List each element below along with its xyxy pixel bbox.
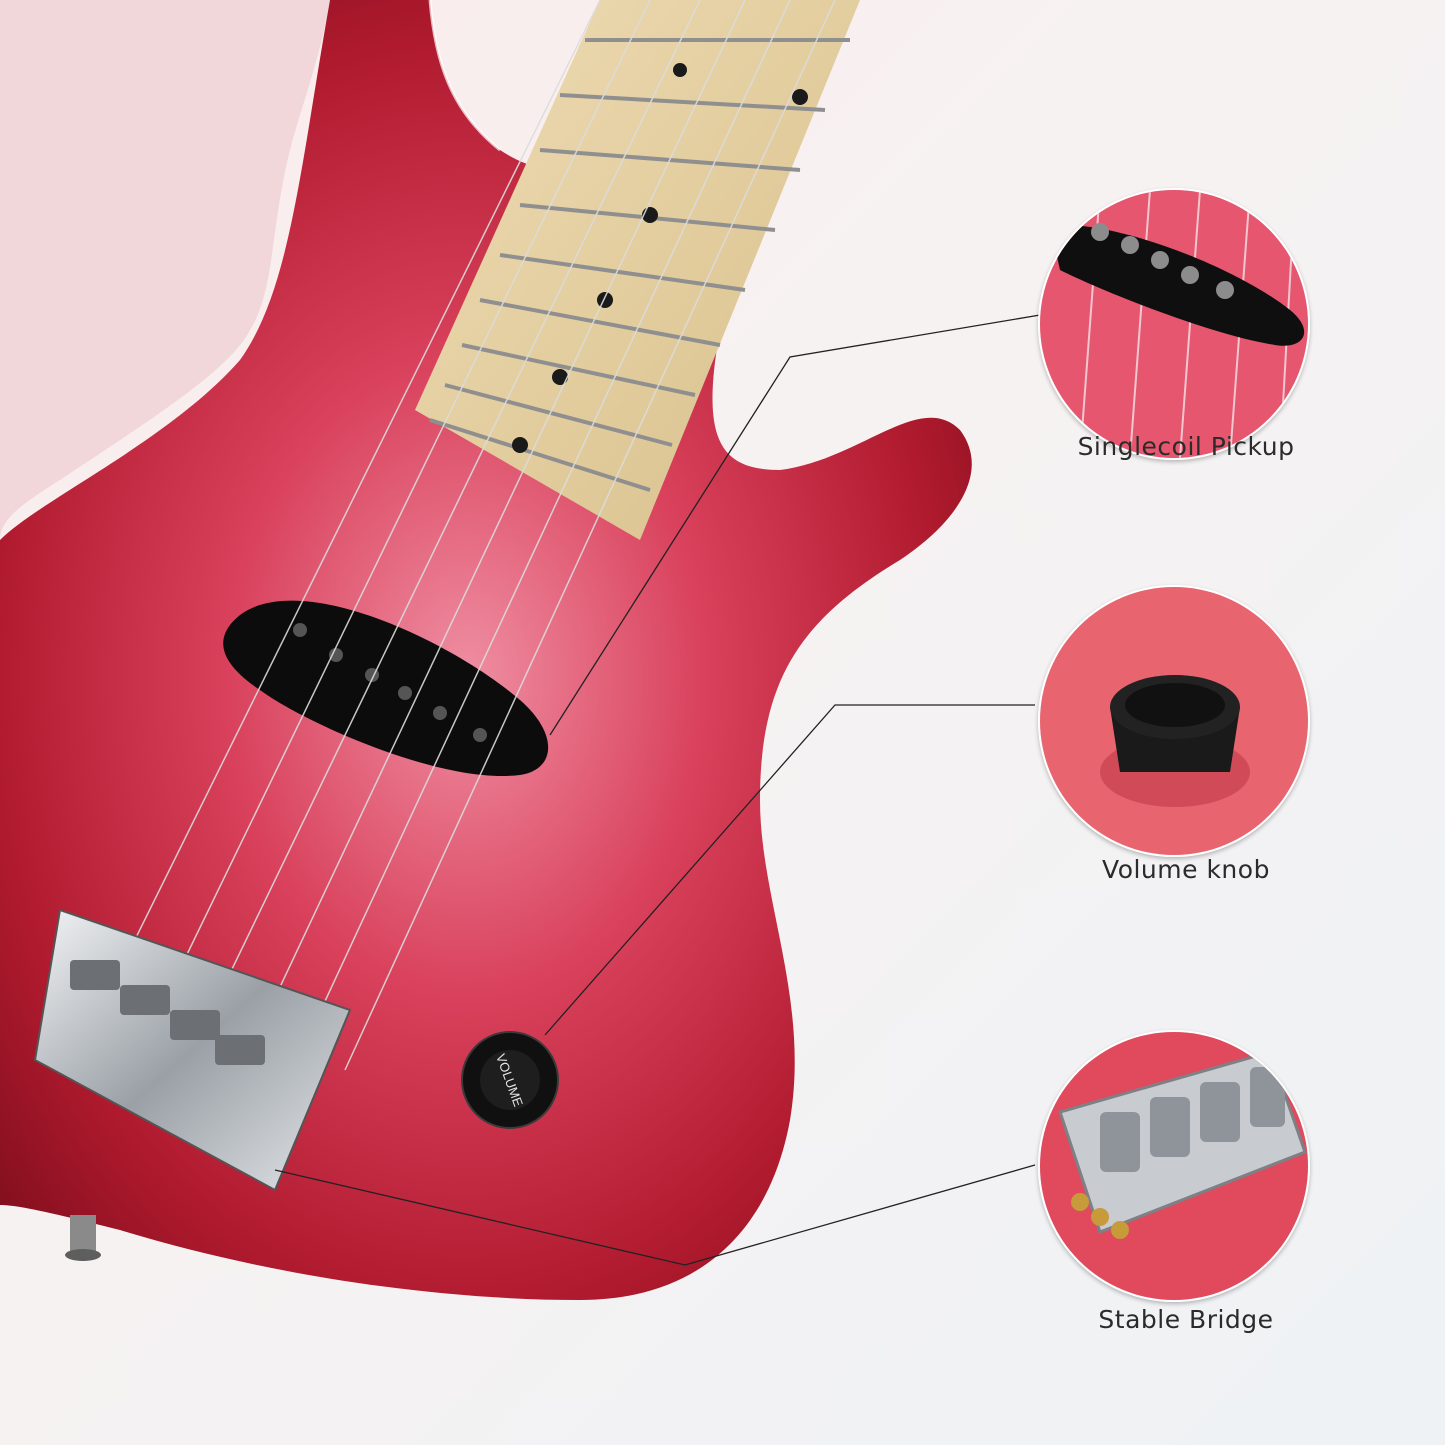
strings <box>109 0 836 1071</box>
fret-markers <box>512 63 808 453</box>
bridge-callout-image <box>1038 1030 1310 1302</box>
callout-label-bridge: Stable Bridge <box>1098 1305 1274 1334</box>
pickup-icon <box>223 600 549 777</box>
output-jack <box>65 1215 101 1261</box>
callout-label-volume: Volume knob <box>1102 855 1270 884</box>
bridge-icon <box>33 908 352 1192</box>
volume-callout-image <box>1038 585 1310 857</box>
volume-knob <box>461 1031 559 1129</box>
pickup-callout-image <box>1038 188 1310 460</box>
callout-label-pickup: Singlecoil Pickup <box>1077 432 1295 461</box>
leader-lines <box>274 314 1041 1266</box>
guitar-body <box>0 0 330 540</box>
